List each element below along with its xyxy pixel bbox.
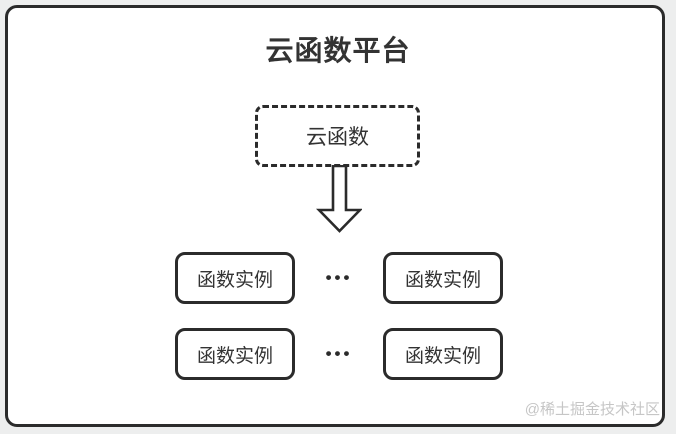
- page-title: 云函数平台: [265, 35, 411, 66]
- function-instance-node: 函数实例: [175, 252, 295, 304]
- function-instance-label: 函数实例: [404, 345, 481, 367]
- function-instance-node: 函数实例: [383, 252, 503, 304]
- function-instance-label: 函数实例: [196, 345, 273, 367]
- watermark: @稀土掘金技术社区: [524, 401, 660, 418]
- ellipsis-row-2: •••: [325, 344, 353, 363]
- cloud-function-node: 云函数: [255, 105, 420, 167]
- function-instance-label: 函数实例: [404, 269, 481, 291]
- cloud-function-label: 云函数: [306, 126, 369, 149]
- ellipsis-row-1: •••: [325, 268, 353, 287]
- function-instance-node: 函数实例: [383, 328, 503, 380]
- function-instance-label: 函数实例: [196, 269, 273, 291]
- function-instance-node: 函数实例: [175, 328, 295, 380]
- down-arrow-icon: [316, 165, 362, 233]
